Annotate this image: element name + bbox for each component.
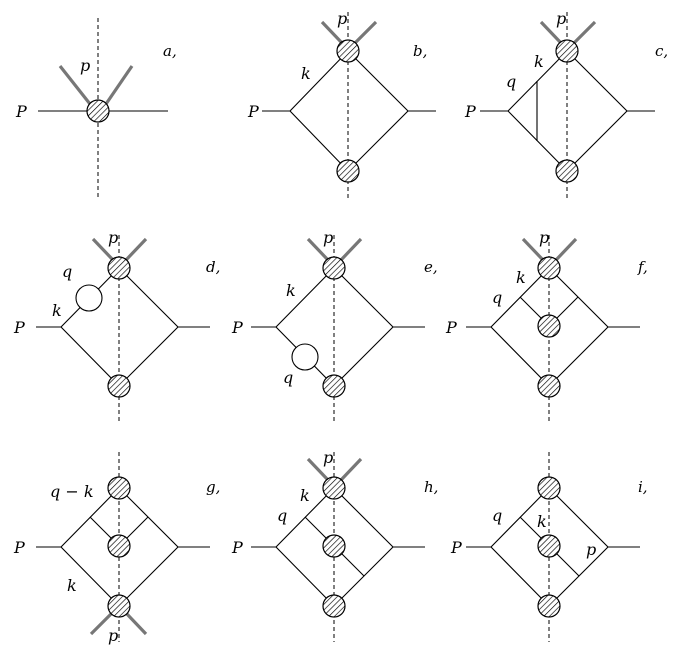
self-energy-loop	[75, 284, 103, 312]
panel-c: P p k q c,	[464, 9, 668, 200]
hatched-blob	[537, 594, 561, 618]
label-k: k	[534, 52, 544, 71]
external-leg	[539, 20, 563, 45]
hatched-blob	[322, 476, 346, 500]
label-P: P	[231, 318, 243, 337]
label-k: k	[286, 281, 296, 300]
label-k: k	[516, 268, 526, 287]
panel-f: P p k q f,	[445, 228, 648, 422]
hatched-blob	[322, 534, 346, 558]
label-p: p	[586, 540, 596, 559]
label-q: q	[283, 368, 293, 387]
label-p: p	[539, 228, 549, 247]
hatched-blob	[107, 534, 131, 558]
panel-g: P q − k k p g,	[13, 452, 220, 645]
label-k: k	[52, 301, 62, 320]
panel-b: P p k b,	[247, 9, 436, 200]
hatched-blob	[107, 476, 131, 500]
panel-tag: d,	[206, 258, 220, 276]
label-P: P	[445, 318, 457, 337]
label-p: p	[323, 228, 333, 247]
hatched-blob	[537, 476, 561, 500]
label-P: P	[15, 102, 27, 121]
panel-tag: a,	[163, 42, 177, 60]
label-P: P	[464, 102, 476, 121]
hatched-blob	[537, 256, 561, 280]
hatched-blob	[107, 256, 131, 280]
hatched-blob	[107, 374, 131, 398]
external-leg	[306, 237, 330, 262]
label-k: k	[67, 576, 77, 595]
panel-tag: f,	[637, 258, 648, 276]
label-p: p	[108, 228, 118, 247]
panel-d: P p q k d,	[13, 228, 220, 422]
external-leg	[58, 65, 92, 105]
external-leg	[353, 20, 378, 45]
external-leg	[554, 237, 578, 262]
hatched-blob	[322, 256, 346, 280]
hatched-blob	[555, 39, 579, 63]
label-q-minus-k: q − k	[50, 482, 94, 501]
panel-tag: h,	[424, 478, 438, 496]
label-p: p	[337, 9, 347, 28]
panel-tag: e,	[424, 258, 438, 276]
self-energy-loop	[291, 343, 319, 371]
hatched-blob	[107, 594, 131, 618]
external-leg	[339, 237, 363, 262]
label-P: P	[13, 538, 25, 557]
external-leg	[572, 20, 597, 45]
label-q: q	[62, 262, 72, 281]
panel-h: P p k q h,	[231, 448, 438, 642]
hatched-blob	[555, 159, 579, 183]
hatched-blob	[322, 374, 346, 398]
hatched-blob	[336, 159, 360, 183]
hatched-blob	[86, 99, 110, 123]
label-p: p	[108, 626, 118, 645]
external-leg	[306, 457, 330, 482]
external-leg	[89, 611, 114, 636]
external-leg	[339, 457, 363, 482]
panel-e: P p k q e,	[231, 228, 438, 422]
external-leg	[521, 237, 545, 262]
label-q: q	[506, 72, 516, 91]
hatched-blob	[537, 534, 561, 558]
panel-i: P q k p i,	[450, 452, 648, 642]
label-p: p	[556, 9, 566, 28]
panel-tag: b,	[413, 42, 427, 60]
label-k: k	[301, 64, 311, 83]
label-p: p	[80, 56, 90, 75]
label-k: k	[537, 512, 547, 531]
label-P: P	[247, 102, 259, 121]
hatched-blob	[336, 39, 360, 63]
hatched-blob	[537, 314, 561, 338]
label-P: P	[231, 538, 243, 557]
label-P: P	[13, 318, 25, 337]
panel-tag: g,	[206, 478, 220, 496]
panel-tag: i,	[638, 478, 648, 496]
hatched-blob	[322, 594, 346, 618]
panel-a: P p a,	[15, 18, 177, 200]
external-leg	[124, 237, 148, 262]
panel-tag: c,	[655, 42, 668, 60]
label-p: p	[323, 448, 333, 467]
label-P: P	[450, 538, 462, 557]
label-q: q	[277, 506, 287, 525]
external-leg	[320, 20, 344, 45]
label-q: q	[492, 506, 502, 525]
external-leg	[91, 237, 115, 262]
hatched-blob	[537, 374, 561, 398]
external-leg	[124, 611, 148, 636]
label-q: q	[492, 288, 502, 307]
label-k: k	[300, 486, 310, 505]
external-leg	[104, 65, 134, 105]
